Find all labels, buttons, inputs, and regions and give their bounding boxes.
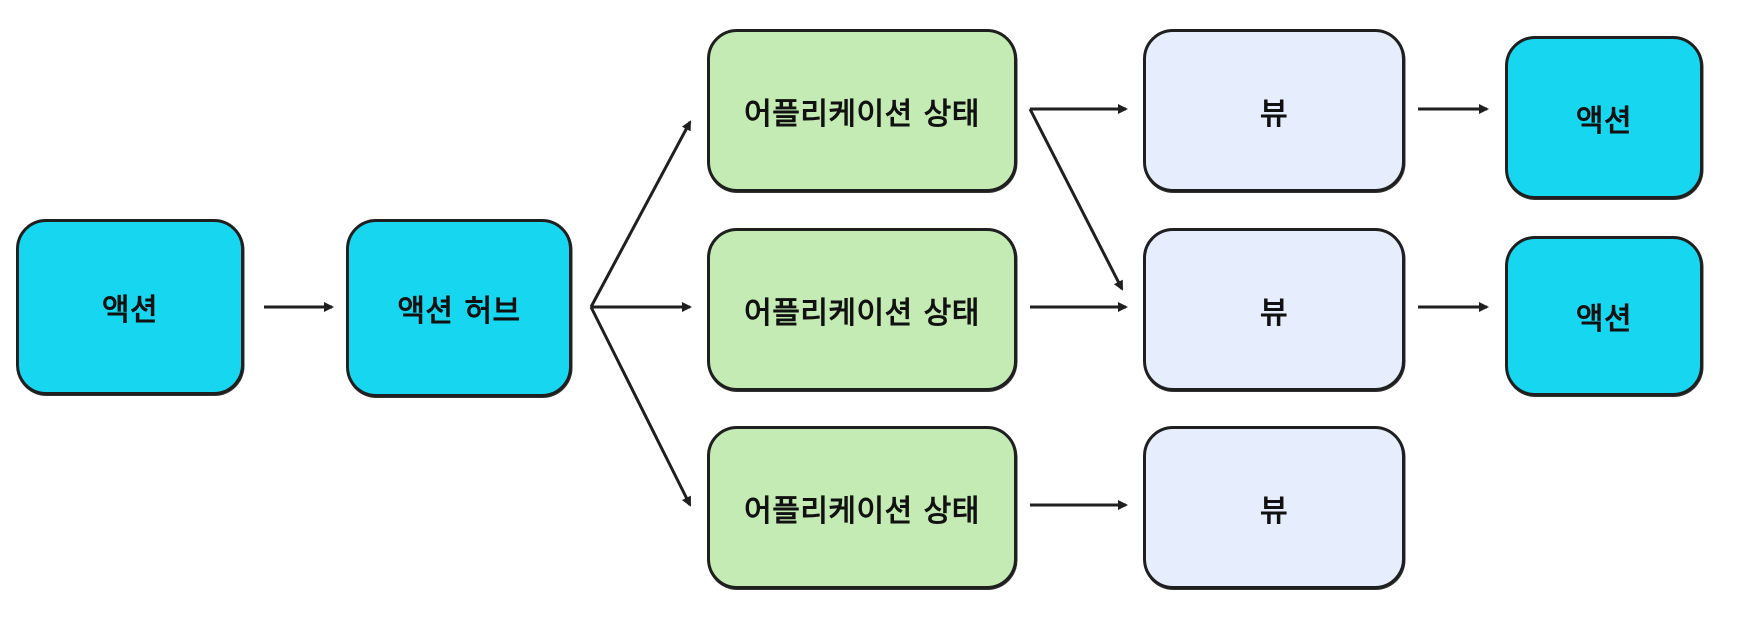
action-out-node: 액션 xyxy=(1505,36,1703,199)
action-out-node: 액션 xyxy=(1505,236,1703,396)
app-state-label: 어플리케이션 상태 xyxy=(744,493,980,529)
action-hub-label: 액션 허브 xyxy=(397,294,521,329)
app-state-node: 어플리케이션 상태 xyxy=(707,426,1017,589)
action-node: 액션 xyxy=(16,219,244,395)
action-node-label: 액션 xyxy=(101,293,159,328)
app-state-label: 어플리케이션 상태 xyxy=(744,96,980,132)
view-node: 뷰 xyxy=(1143,228,1405,391)
action-hub-node: 액션 허브 xyxy=(346,219,572,397)
app-state-node: 어플리케이션 상태 xyxy=(707,29,1017,192)
app-state-node: 어플리케이션 상태 xyxy=(707,228,1017,391)
view-label: 뷰 xyxy=(1259,493,1289,529)
action-out-label: 액션 xyxy=(1575,302,1633,337)
arrow-hub-to-state-3 xyxy=(589,306,692,507)
arrow-hub-to-state-1 xyxy=(589,120,692,308)
view-label: 뷰 xyxy=(1259,96,1289,132)
app-state-label: 어플리케이션 상태 xyxy=(744,295,980,331)
view-node: 뷰 xyxy=(1143,426,1405,589)
action-out-label: 액션 xyxy=(1575,103,1633,139)
view-label: 뷰 xyxy=(1259,295,1289,331)
arrow-state-1-to-view-2 xyxy=(1028,108,1124,291)
view-node: 뷰 xyxy=(1143,29,1405,192)
